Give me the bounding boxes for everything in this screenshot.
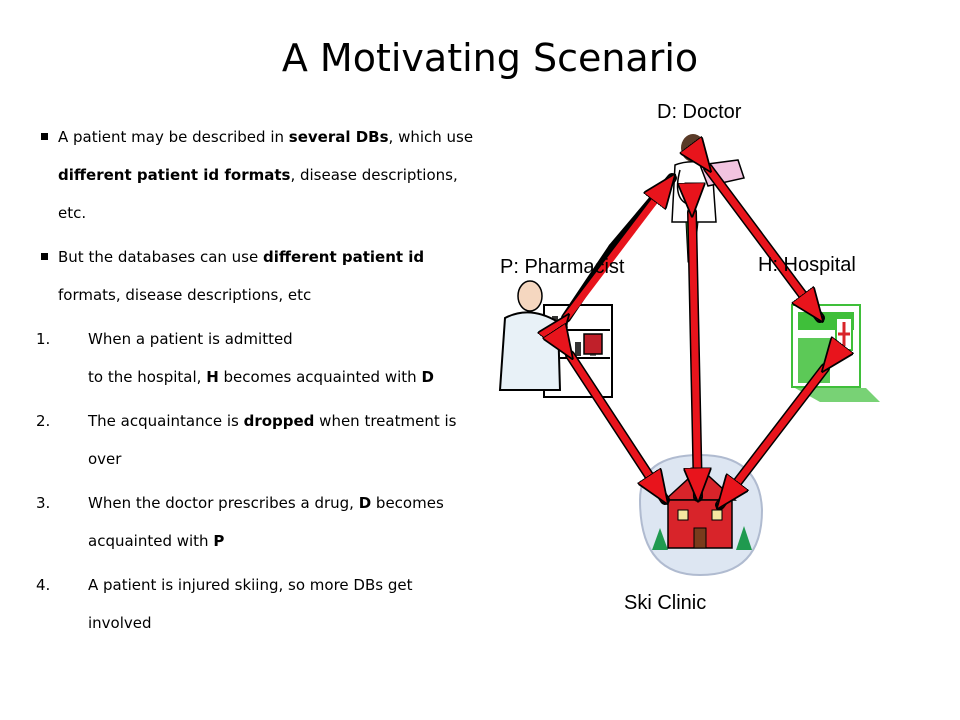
text-run: becomes acquainted with [88, 494, 444, 550]
text-run: When a patient is admitted [88, 330, 293, 348]
step-2: 2. The acquaintance is dropped when trea… [36, 402, 476, 478]
pharmacist-icon [498, 280, 613, 398]
emphasis-text: different patient id formats [58, 166, 291, 184]
emphasis-text: several DBs [288, 128, 389, 146]
step-4: 4. A patient is injured skiing, so more … [36, 566, 476, 642]
text-run: A patient is injured skiing, so more DBs… [88, 576, 413, 632]
text-run: becomes acquainted with [218, 368, 422, 386]
step-3-text: When the doctor prescribes a drug, D bec… [88, 484, 476, 560]
step-1-line-1: When a patient is admitted [88, 320, 476, 358]
step-1: 1. When a patient is admitted to the hos… [36, 320, 476, 396]
text-run: A patient may be described in [58, 128, 289, 146]
slide-body: A patient may be described in several DB… [36, 118, 476, 648]
bullet-1: A patient may be described in several DB… [36, 118, 476, 232]
ski-clinic-label: Ski Clinic [624, 592, 707, 614]
emphasis-text: P [213, 532, 225, 550]
hospital-label: H: Hospital [758, 254, 856, 276]
step-2-number: 2. [36, 412, 51, 430]
slide-title: A Motivating Scenario [281, 36, 699, 80]
emphasis-text: different patient id [263, 248, 425, 266]
text-run: The acquaintance is [88, 412, 244, 430]
arrow-hospital-clinic [715, 368, 825, 505]
step-4-number: 4. [36, 576, 51, 594]
step-2-text: The acquaintance is dropped when treatme… [88, 402, 476, 478]
step-1-line-2: to the hospital, H becomes acquainted wi… [88, 358, 476, 396]
emphasis-text: D [358, 494, 372, 512]
emphasis-text: H [206, 368, 219, 386]
text-run: when treatment is over [88, 412, 457, 468]
arrow-doctor-hospital [708, 168, 825, 318]
text-run: When the doctor prescribes a drug, [88, 494, 359, 512]
step-3-number: 3. [36, 494, 51, 512]
text-run: to the hospital, [88, 368, 207, 386]
arrow-pharmacist-clinic [570, 355, 670, 500]
pharmacist-label: P: Pharmacist [500, 256, 625, 278]
step-4-text: A patient is injured skiing, so more DBs… [88, 566, 476, 642]
text-run: formats, disease descriptions, etc [58, 286, 312, 304]
bullet-2: But the databases can use different pati… [36, 238, 476, 314]
emphasis-text: D [421, 368, 434, 386]
step-3: 3. When the doctor prescribes a drug, D … [36, 484, 476, 560]
arrow-pharmacist-doctor [566, 178, 677, 318]
text-run: , disease descriptions, etc. [58, 166, 458, 222]
emphasis-text: dropped [243, 412, 315, 430]
arrow-doctor-clinic [692, 212, 698, 497]
text-run: , which use [388, 128, 474, 146]
step-1-number: 1. [36, 330, 51, 348]
text-run: But the databases can use [58, 248, 263, 266]
doctor-label: D: Doctor [657, 101, 742, 123]
